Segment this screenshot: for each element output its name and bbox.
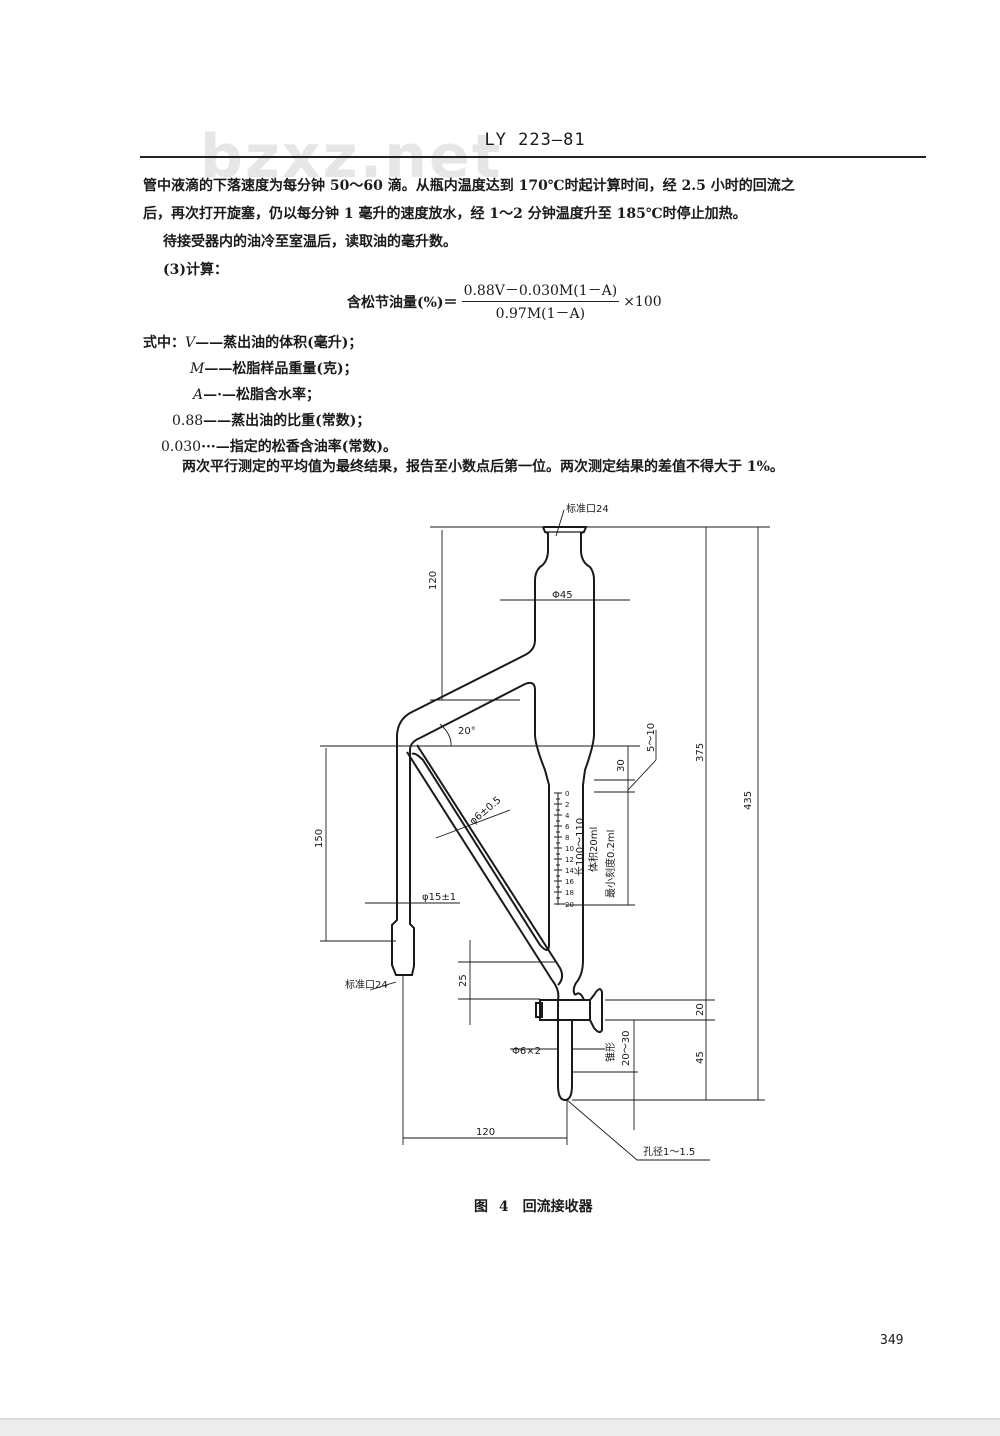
definition-desc: ——蒸出油的比重(常数)； [203,413,371,429]
formula-multiplier: ×100 [623,293,662,310]
definition-symbol: 0.030 [161,439,202,455]
graduation-label: 20 [565,901,574,909]
label-dim-45: 45 [695,1051,706,1064]
formula-lhs: 含松节油量(%)＝ [347,294,458,311]
label-side-joint: 标准口24 [345,979,388,991]
graduation-label: 10 [565,845,574,853]
paragraph: 待接受器内的油冷至室温后，读取油的毫升数。 [163,234,457,250]
paragraph-line: 后，再次打开旋塞，仍以每分钟 1 毫升的速度放水，经 1～2 分钟温度升至 18… [143,206,747,222]
header-rule [140,156,926,158]
label-dim-20-30: 20～30 [621,1031,632,1066]
label-phi15: φ15±1 [422,892,456,903]
graduation-label: 18 [565,889,574,897]
definitions-intro: 式中： [143,335,185,351]
definition-item: M——松脂样品重量(克)； [190,358,358,378]
definition-desc: ···—指定的松香含油率(常数)。 [201,439,397,455]
label-dim-375: 375 [695,743,706,762]
label-phi6: φ6±0.5 [468,795,504,827]
graduation-label: 6 [565,823,570,831]
graduation-label: 16 [565,878,574,886]
label-grad-volume: 体积20ml [588,827,600,872]
figure-caption: 图 4 回流接收器 [474,1199,593,1215]
definition-symbol: V [185,335,196,351]
definition-item: A—·—松脂含水率； [193,384,320,404]
label-dim-120-top: 120 [428,571,439,590]
viewer-bottom-bar [0,1418,1000,1436]
definition-desc: ——蒸出油的体积(毫升)； [195,335,363,351]
label-dim-30: 30 [616,759,627,772]
label-taper: 锥形 [605,1042,617,1062]
label-dim-25: 25 [458,974,469,987]
graduation-label: 8 [565,834,569,842]
label-phi6x2: Φ6×2 [512,1046,541,1057]
definition-item: 式中：V——蒸出油的体积(毫升)； [143,332,362,352]
definition-desc: ——松脂样品重量(克)； [204,361,358,377]
formula-denominator: 0.97M(1－A) [495,306,586,322]
label-grad-min: 最小刻度0.2ml [604,830,617,898]
page-number: 349 [880,1333,904,1348]
formula-numerator: 0.88V－0.030M(1－A) [461,280,620,302]
definition-symbol: A [193,387,204,403]
graduation-label: 4 [565,812,570,820]
graduation-label: 12 [565,856,574,864]
label-dim-5-10: 5～10 [646,723,657,752]
definition-symbol: 0.88 [172,413,204,429]
graduation-label: 2 [565,801,569,809]
definition-symbol: M [190,361,205,377]
label-dim-435: 435 [743,791,754,810]
graduation-label: 0 [565,790,569,798]
label-angle: 20° [458,726,476,737]
standard-code-header: LY 223—81 [484,130,586,150]
label-dim-150: 150 [314,829,325,848]
paragraph-line: 管中液滴的下落速度为每分钟 50～60 滴。从瓶内温度达到 170℃时起计算时间… [143,178,795,194]
label-hole-diameter: 孔径1～1.5 [643,1145,695,1158]
definition-item: 0.030···—指定的松香含油率(常数)。 [161,436,397,456]
definition-item: 0.88——蒸出油的比重(常数)； [172,410,370,430]
formula: 含松节油量(%)＝ 0.88V－0.030M(1－A) 0.97M(1－A) ×… [347,280,662,323]
label-phi45: Φ45 [552,590,573,601]
label-dim-20: 20 [695,1003,706,1016]
graduation-label: 14 [565,867,574,875]
definition-desc: —·—松脂含水率； [203,387,320,403]
conclusion-paragraph: 两次平行测定的平均值为最终结果，报告至小数点后第一位。两次测定结果的差值不得大于… [182,459,784,475]
label-top-joint: 标准口24 [566,503,609,515]
formula-fraction: 0.88V－0.030M(1－A) 0.97M(1－A) [461,280,620,323]
label-dim-120-bottom: 120 [476,1127,495,1138]
label-grad-length: 长100～110 [574,818,586,876]
section-heading: (3)计算： [163,262,228,278]
